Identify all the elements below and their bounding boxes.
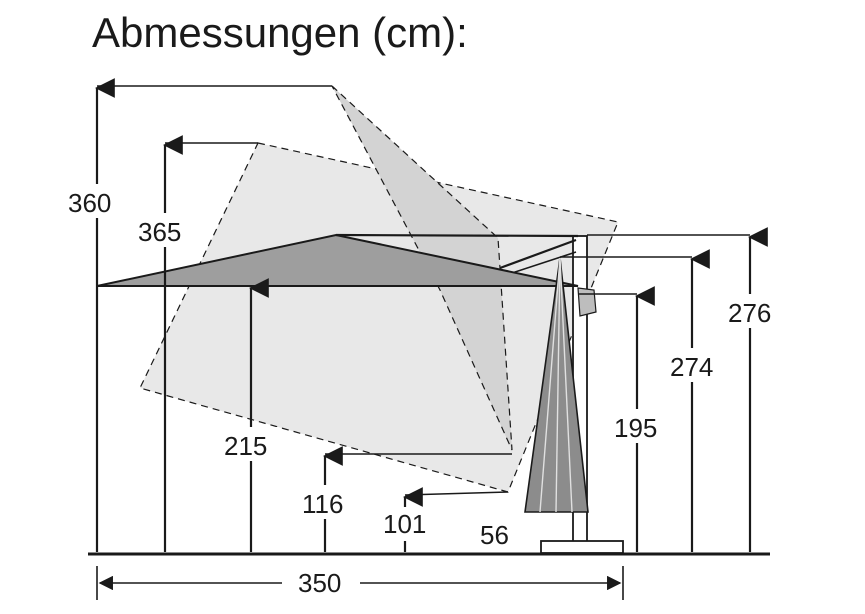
- label-bg-195: [612, 409, 668, 443]
- dimension-lines: [95, 78, 768, 600]
- label-bg-101: [380, 507, 436, 541]
- label-bg-276: [726, 294, 782, 328]
- label-bg-365: [136, 213, 192, 247]
- parasol-base: [540, 540, 624, 554]
- label-215: 215: [224, 431, 267, 461]
- dimension-labels: 360 365 215 116 101 56 195 274 276 350: [66, 184, 782, 598]
- label-bg-360: [66, 184, 122, 218]
- label-276: 276: [728, 298, 771, 328]
- label-350: 350: [298, 568, 341, 598]
- open-canopy: [96, 233, 579, 287]
- label-360: 360: [68, 188, 111, 218]
- label-365: 365: [138, 217, 181, 247]
- folded-canopy: [524, 257, 589, 513]
- diagram-title: Abmessungen (cm):: [92, 9, 468, 56]
- label-195: 195: [614, 413, 657, 443]
- label-116: 116: [302, 489, 343, 519]
- label-bg-274: [668, 348, 724, 382]
- label-56: 56: [480, 520, 509, 550]
- label-bg-215: [222, 427, 278, 461]
- label-101: 101: [383, 509, 426, 539]
- label-bg-116: [300, 485, 356, 519]
- label-274: 274: [670, 352, 713, 382]
